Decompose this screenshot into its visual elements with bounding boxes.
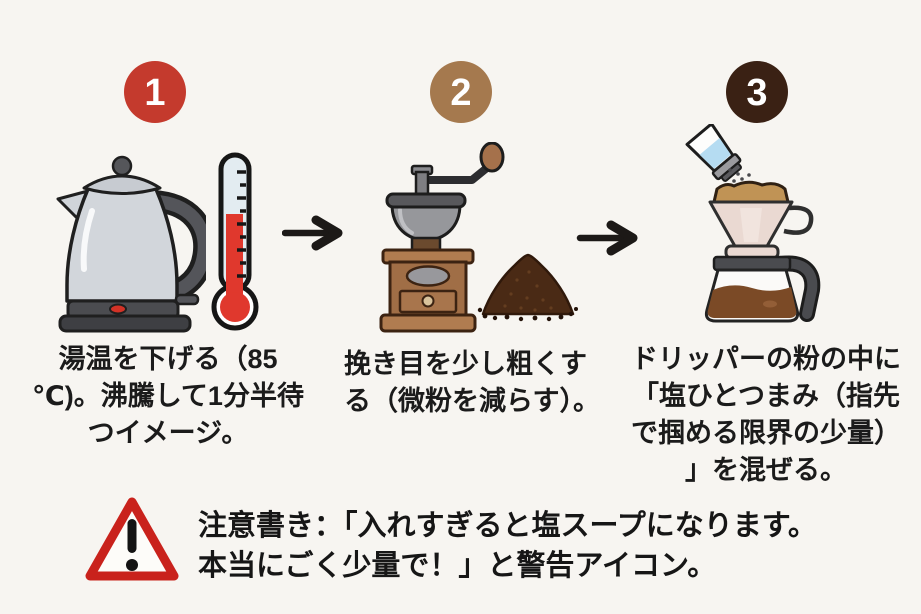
step-3-number: 3 [746, 72, 767, 114]
right-arrow-icon [282, 215, 343, 251]
step-2-caption: 挽き目を少し粗くす る（微粉を減らす）。 [344, 349, 600, 416]
warning-note: 注意書き：「入れすぎると塩スープになります。 本当にごく少量で！」と警告アイコン… [198, 510, 817, 582]
warning-triangle-icon [85, 497, 179, 581]
step-1-caption: 湯温を下げる（85 ℃)。沸騰して1分半待 つイメージ。 [32, 344, 304, 448]
step-3-badge: 3 [726, 61, 788, 123]
kettle-power-light [109, 303, 127, 315]
grinder-crank-knob [479, 142, 505, 173]
step-3-caption: ドリッパーの粉の中に 「塩ひとつまみ（指先 で掴める限界の少量） 」を混ぜる。 [631, 344, 901, 485]
step-1-badge: 1 [124, 61, 186, 123]
electric-kettle-icon [56, 155, 206, 333]
dripper-salt-group [685, 124, 821, 323]
coffee-dripper-icon [708, 180, 814, 260]
coffee-grinder-icon [379, 142, 505, 333]
step-1-number: 1 [144, 72, 165, 114]
coffee-grounds-pile-icon [477, 253, 578, 322]
salt-shaker-icon [685, 124, 742, 182]
thermometer-icon [211, 152, 259, 331]
coffee-carafe-icon [704, 255, 821, 323]
right-arrow-icon [576, 220, 638, 256]
step-2-number: 2 [450, 72, 471, 114]
step-2-badge: 2 [430, 61, 492, 123]
